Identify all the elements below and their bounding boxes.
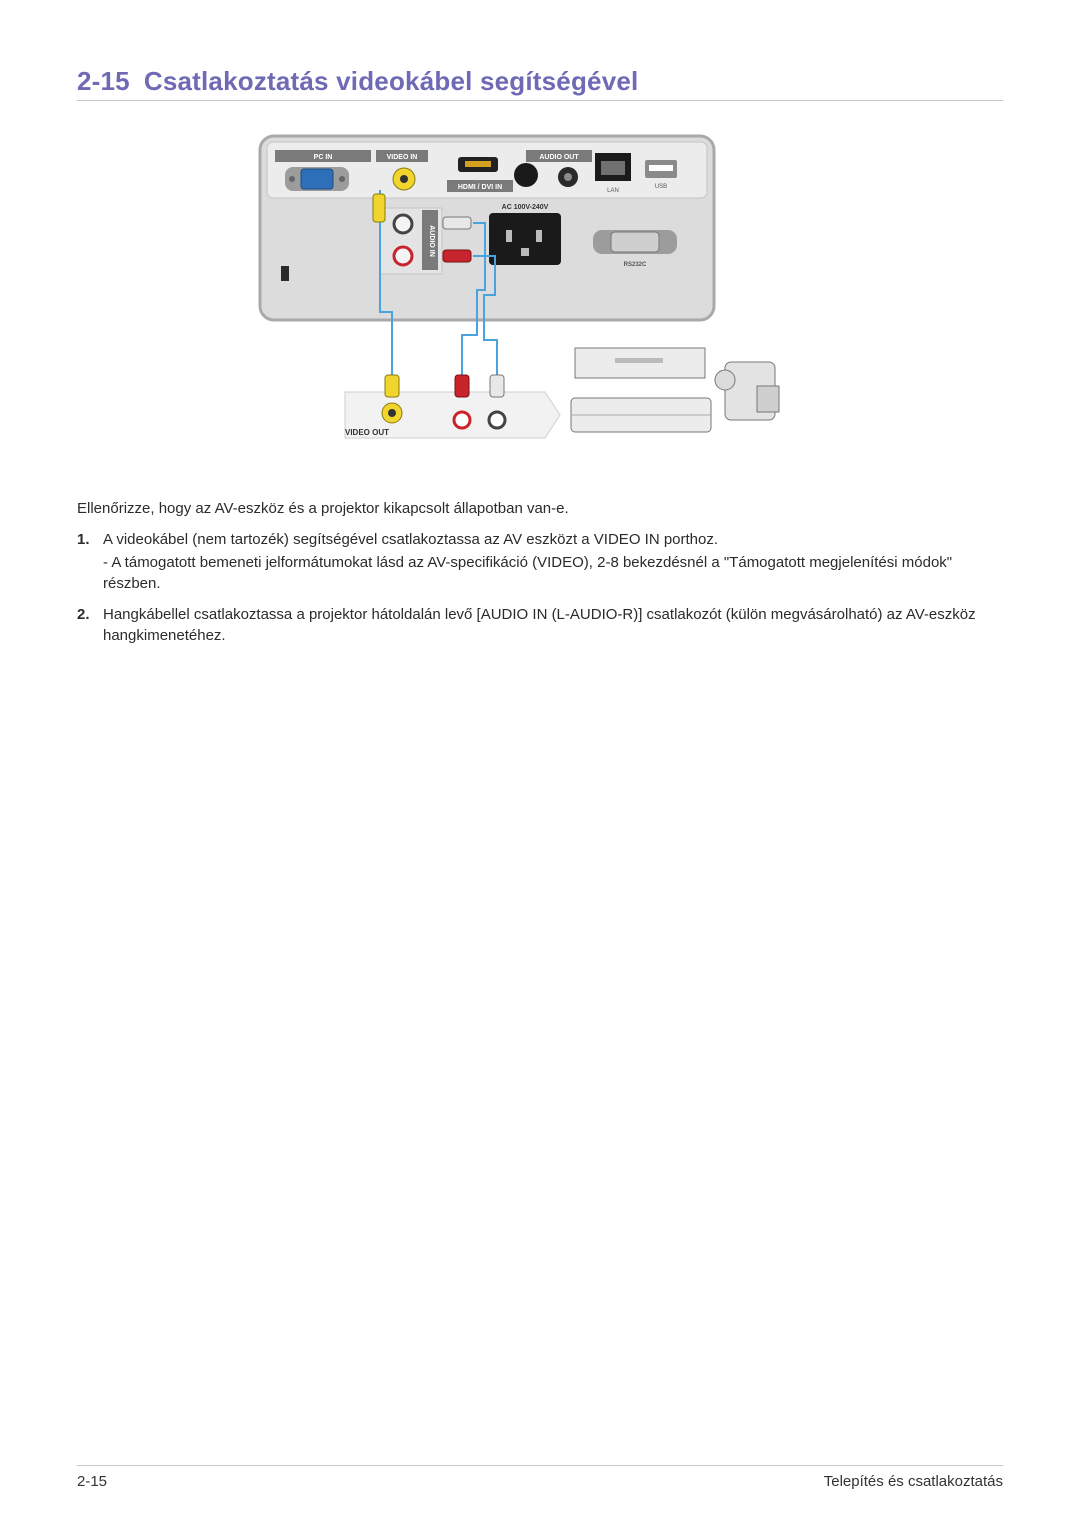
audio-in-label: AUDIO IN <box>428 225 435 257</box>
usb-port-slot <box>649 165 673 171</box>
video-in-label-bg <box>376 150 428 162</box>
pc-in-label: PC IN <box>314 154 333 161</box>
audio-plug-left-panel <box>442 216 472 230</box>
usb-label: USB <box>655 184 667 190</box>
list-item-number: 1. <box>77 531 90 548</box>
kensington-lock-slot <box>281 266 289 281</box>
ac-pin-right <box>536 230 542 242</box>
vga-port <box>300 168 334 190</box>
hdmi-port-contacts <box>465 161 491 167</box>
video-plug-device <box>384 374 400 398</box>
audio-out-left-jack <box>487 410 507 430</box>
audio-out-label-bg <box>526 150 592 162</box>
audio-in-right-jack <box>392 245 414 267</box>
video-in-label: VIDEO IN <box>387 154 418 161</box>
list-item: 2. Hangkábellel csatlakoztassa a projekt… <box>77 604 1003 646</box>
list-item-text: A videokábel (nem tartozék) segítségével… <box>103 531 719 548</box>
body-content: Ellenőrizze, hogy az AV-eszköz és a proj… <box>77 498 1003 656</box>
vga-screw-right <box>339 176 345 182</box>
ac-socket <box>489 213 561 265</box>
footer-divider <box>77 1465 1003 1466</box>
audio-out-right-jack <box>452 410 472 430</box>
chapter-title: Telepítés és csatlakoztatás <box>823 1473 1003 1490</box>
ac-pin-ground <box>521 248 529 256</box>
audio-plug-left-device <box>489 374 505 398</box>
video-cable <box>379 190 393 375</box>
audio-cable-left <box>461 222 486 375</box>
rs232c-label: RS232C <box>624 262 647 268</box>
connection-diagram: PC IN VIDEO IN HDMI / DVI IN AUDIO OUT L… <box>255 130 795 450</box>
hdmi-label: HDMI / DVI IN <box>458 184 502 191</box>
title-divider <box>77 100 1003 101</box>
audio-in-label-bg <box>422 210 438 270</box>
round-connector <box>514 163 538 187</box>
audio-out-label: AUDIO OUT <box>539 154 579 161</box>
page-title: 2-15 Csatlakoztatás videokábel segítségév… <box>77 66 638 97</box>
pc-in-label-bg <box>275 150 371 162</box>
vcr-slot <box>615 358 663 363</box>
list-item-text: Hangkábellel csatlakoztassa a projektor … <box>103 606 976 644</box>
rs232c-port <box>610 231 660 253</box>
camcorder-screen <box>756 385 780 413</box>
ac-label: AC 100V-240V <box>502 204 549 211</box>
audio-plug-right-panel <box>442 249 472 263</box>
section-title: Csatlakoztatás videokábel segítségével <box>143 66 639 96</box>
connection-diagram-svg: PC IN VIDEO IN HDMI / DVI IN AUDIO OUT L… <box>258 134 780 439</box>
intro-text: Ellenőrizze, hogy az AV-eszköz és a proj… <box>77 500 569 517</box>
video-in-jack-center <box>400 175 408 183</box>
av-device-panel <box>344 391 561 439</box>
page-number: 2-15 <box>77 1473 108 1490</box>
video-out-label: VIDEO OUT <box>345 428 389 437</box>
audio-plug-right-device <box>454 374 470 398</box>
camcorder-lens <box>714 369 736 391</box>
list-item-note: - A támogatott bemeneti jelformátumokat … <box>103 554 953 592</box>
ac-pin-left <box>506 230 512 242</box>
audio-cable-right <box>473 255 498 375</box>
audio-in-left-jack <box>392 213 414 235</box>
list-item: 1. A videokábel (nem tartozék) segítségé… <box>77 529 1003 594</box>
lan-label: LAN <box>607 188 619 194</box>
video-out-jack-center <box>388 409 396 417</box>
vga-screw-left <box>289 176 295 182</box>
hdmi-label-bg <box>447 180 513 192</box>
audio-out-jack-center <box>564 173 572 181</box>
video-plug-panel <box>372 193 386 223</box>
list-item-number: 2. <box>77 606 90 623</box>
section-number: 2-15 <box>77 66 130 96</box>
lan-port-inner <box>601 161 625 175</box>
